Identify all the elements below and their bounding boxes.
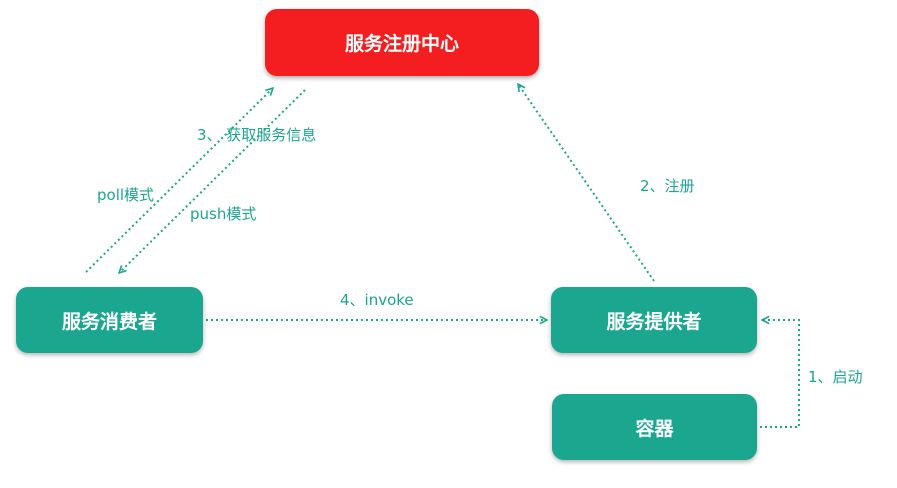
register-edge xyxy=(518,84,655,282)
invoke-label: 4、invoke xyxy=(340,291,414,309)
container-label: 容器 xyxy=(635,417,674,440)
get-service-info-label: 3、 获取服务信息 xyxy=(197,126,317,144)
push-mode-label: push模式 xyxy=(190,205,257,223)
registry-node: 服务注册中心 xyxy=(265,9,539,76)
consumer-node: 服务消费者 xyxy=(16,287,203,353)
start-label: 1、启动 xyxy=(808,368,863,386)
provider-node: 服务提供者 xyxy=(551,287,757,353)
poll-edge xyxy=(85,88,273,273)
consumer-label: 服务消费者 xyxy=(61,310,157,333)
register-label: 2、注册 xyxy=(640,177,695,195)
poll-mode-label: poll模式 xyxy=(97,186,155,204)
start-edge xyxy=(760,320,800,428)
registry-label: 服务注册中心 xyxy=(344,33,459,55)
provider-label: 服务提供者 xyxy=(606,310,702,333)
push-edge xyxy=(119,89,306,273)
container-node: 容器 xyxy=(552,394,757,460)
